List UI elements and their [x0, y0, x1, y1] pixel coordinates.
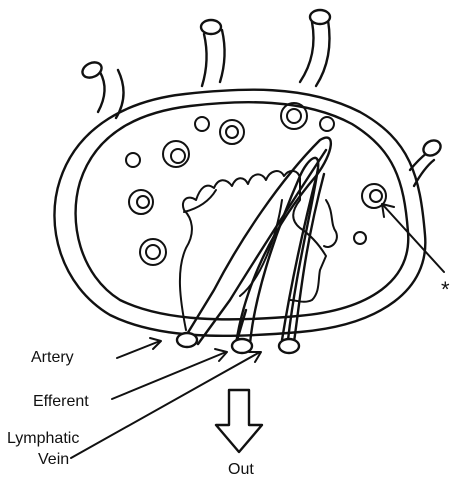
vein-label: Vein: [38, 451, 69, 468]
vessels: [177, 138, 331, 353]
out-label: Out: [228, 461, 254, 478]
node-capsule-outer: [54, 90, 425, 336]
efferent-label: Efferent: [33, 393, 89, 410]
efferent-opening: [232, 339, 252, 353]
follicles: [126, 103, 386, 265]
artery-label: Artery: [31, 349, 74, 366]
asterisk-label: *: [441, 277, 450, 302]
out-arrow: [216, 390, 262, 452]
artery-opening: [177, 333, 197, 347]
lymphatic-label: Lymphatic: [7, 430, 79, 447]
leader-lines: [71, 204, 444, 458]
vein-opening: [279, 339, 299, 353]
node-capsule-inner: [76, 102, 409, 319]
